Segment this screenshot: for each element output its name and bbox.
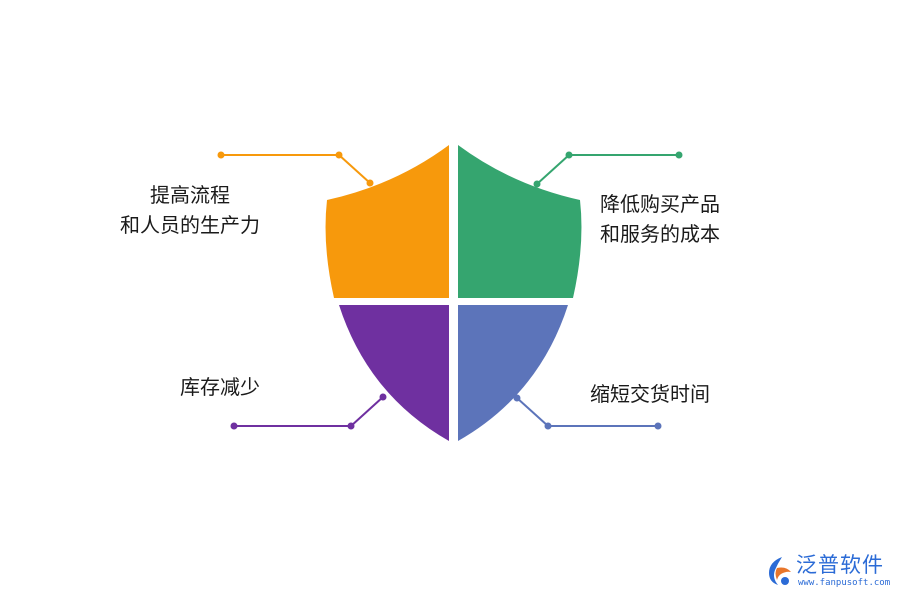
connector-top-right bbox=[533, 151, 683, 188]
label-bottom-right: 缩短交货时间 bbox=[590, 379, 710, 409]
fanpu-logo-icon bbox=[769, 557, 791, 585]
logo-url: www.fanpusoft.com bbox=[798, 578, 891, 588]
label-bottom-left: 库存减少 bbox=[180, 372, 260, 402]
shield-top-right bbox=[458, 145, 582, 298]
fanpu-logo: 泛普软件 www.fanpusoft.com bbox=[764, 552, 894, 592]
shield-bottom-right bbox=[458, 305, 568, 441]
connector-top-left bbox=[217, 151, 374, 187]
shield-bottom-left bbox=[339, 305, 449, 441]
label-bottom-left-line-1: 库存减少 bbox=[180, 375, 260, 399]
logo-name: 泛普软件 bbox=[796, 553, 884, 577]
label-top-left-line-2: 和人员的生产力 bbox=[120, 213, 260, 237]
label-top-right: 降低购买产品 和服务的成本 bbox=[600, 189, 720, 249]
shield-top-left bbox=[325, 145, 449, 298]
label-top-right-line-2: 和服务的成本 bbox=[600, 222, 720, 246]
connector-bottom-right bbox=[513, 394, 662, 430]
label-top-left: 提高流程 和人员的生产力 bbox=[100, 180, 280, 240]
label-top-right-line-1: 降低购买产品 bbox=[600, 192, 720, 216]
connector-bottom-left bbox=[230, 393, 387, 430]
label-top-left-line-1: 提高流程 bbox=[150, 183, 230, 207]
label-bottom-right-line-1: 缩短交货时间 bbox=[590, 382, 710, 406]
